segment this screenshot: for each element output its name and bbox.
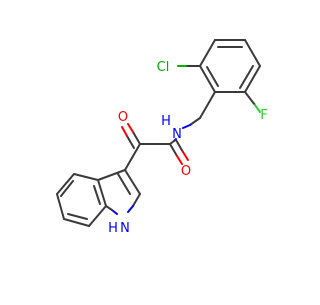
bond [182, 124, 191, 129]
bond [124, 169, 141, 195]
bond [244, 91, 256, 106]
bond [117, 173, 131, 195]
indole-n-label: N [120, 221, 130, 236]
bond [56, 193, 65, 220]
bond [97, 169, 126, 181]
bond [124, 143, 141, 171]
bond [169, 143, 178, 157]
bond [67, 213, 88, 220]
carbon-bonds [56, 39, 261, 227]
bond [239, 65, 254, 89]
carbonyl-bonds [121, 123, 189, 165]
bond [244, 39, 261, 67]
bond [206, 66, 219, 87]
bond [199, 65, 216, 93]
bond [199, 91, 216, 119]
amide-n-label: N [172, 127, 182, 142]
molecule-structure: Cl F N H O O H N [56, 39, 268, 236]
bond [189, 117, 201, 126]
bond [63, 218, 90, 227]
bond [176, 155, 183, 165]
halogen-bonds [177, 65, 261, 113]
bond [254, 104, 261, 113]
bond [93, 185, 101, 205]
structure-canvas: Cl F N H O O H N [56, 39, 268, 236]
amide-h-label: H [161, 114, 171, 129]
bond [182, 151, 189, 161]
bond [132, 193, 141, 207]
bond [126, 135, 135, 149]
chlorine-label: Cl [157, 60, 170, 75]
bond [111, 209, 118, 215]
bond [105, 205, 113, 211]
amide-o-label: O [181, 164, 191, 179]
bond [132, 131, 141, 145]
bond [199, 39, 216, 67]
bond [127, 123, 134, 133]
indole-h-label: H [108, 221, 118, 236]
ketone-o-label: O [118, 110, 128, 125]
bond [127, 205, 134, 213]
bond [97, 179, 107, 207]
bond [244, 65, 261, 93]
fluorine-label: F [260, 108, 267, 123]
bond [121, 126, 128, 137]
bond [175, 139, 184, 153]
bond [56, 173, 75, 195]
bond [88, 205, 107, 227]
atom-labels: Cl F N H O O H N [108, 60, 268, 236]
bond [73, 173, 99, 181]
bond [60, 180, 74, 197]
